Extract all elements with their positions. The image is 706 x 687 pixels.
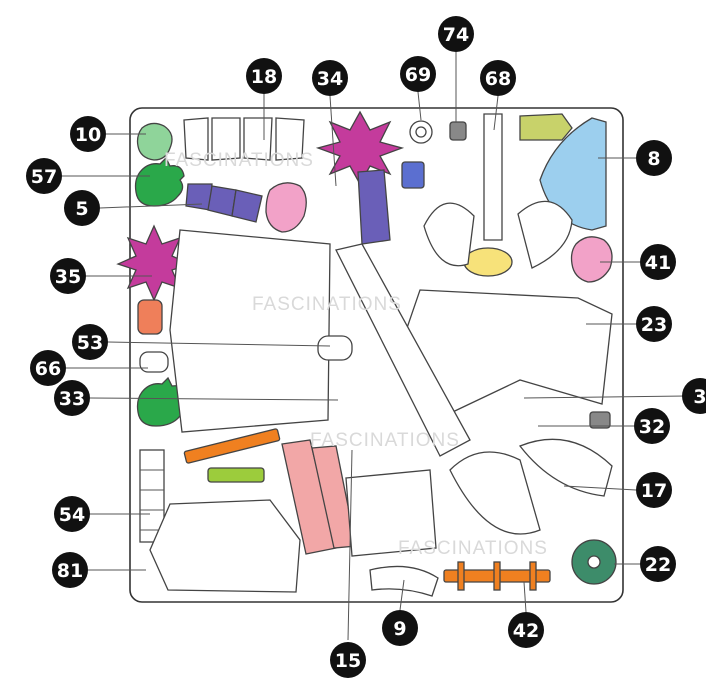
part-32	[589, 411, 611, 429]
callout-10-label: 10	[75, 124, 101, 146]
callout-8: 8	[636, 140, 672, 176]
watermark-2: FASCINATIONS	[252, 294, 402, 315]
part-orange-bar-left	[183, 428, 281, 464]
callout-22: 22	[640, 546, 676, 582]
callout-54-label: 54	[59, 504, 85, 526]
part-68	[483, 113, 503, 241]
callout-33: 33	[54, 380, 90, 416]
part-pink-a	[265, 182, 307, 233]
callout-17: 17	[636, 472, 672, 508]
callout-18: 18	[246, 58, 282, 94]
callout-69: 69	[400, 56, 436, 92]
part-arc-right	[517, 200, 573, 269]
callout-53: 53	[72, 324, 108, 360]
callout-15-label: 15	[335, 650, 361, 672]
callout-23-label: 23	[641, 314, 667, 336]
part-large-panel	[169, 229, 331, 433]
callout-22-label: 22	[645, 554, 671, 576]
callout-42: 42	[508, 612, 544, 648]
part-lime	[207, 467, 265, 483]
callout-41-label: 41	[645, 252, 671, 274]
watermark-4: FASCINATIONS	[398, 538, 548, 559]
callout-3-label: 3	[693, 386, 706, 408]
callout-15: 15	[330, 642, 366, 678]
callout-68: 68	[480, 60, 516, 96]
leader-lines	[62, 52, 687, 641]
part-5	[185, 183, 263, 223]
callout-34-label: 34	[317, 68, 343, 90]
part-18	[183, 117, 305, 161]
parts-layer	[116, 110, 617, 597]
callout-34: 34	[312, 60, 348, 96]
callout-81: 81	[52, 552, 88, 588]
callout-8-label: 8	[647, 148, 660, 170]
part-blue-small	[401, 161, 425, 189]
part-41	[570, 236, 613, 283]
callout-17-label: 17	[641, 480, 667, 502]
callout-32-label: 32	[639, 416, 665, 438]
callout-10: 10	[70, 116, 106, 152]
callout-3: 3	[682, 378, 706, 414]
callout-9-label: 9	[393, 618, 406, 640]
callout-53-label: 53	[77, 332, 103, 354]
part-81	[149, 499, 301, 593]
watermark-layer: FASCINATIONS FASCINATIONS FASCINATIONS F…	[164, 150, 548, 559]
watermark-1: FASCINATIONS	[164, 150, 314, 171]
callout-33-label: 33	[59, 388, 85, 410]
callout-69-label: 69	[405, 64, 431, 86]
part-74	[449, 121, 467, 141]
part-arc-left	[423, 202, 475, 267]
part-17	[518, 438, 613, 497]
callout-68-label: 68	[485, 68, 511, 90]
callout-81-label: 81	[57, 560, 83, 582]
part-57	[134, 156, 185, 207]
callout-74-label: 74	[443, 24, 469, 46]
callout-5-label: 5	[75, 198, 88, 220]
part-diagonal	[335, 243, 471, 457]
part-42	[443, 561, 551, 591]
callout-66-label: 66	[35, 358, 61, 380]
callout-23: 23	[636, 306, 672, 342]
callout-57-label: 57	[31, 166, 57, 188]
part-66	[139, 351, 169, 373]
callout-42-label: 42	[513, 620, 539, 642]
callout-32: 32	[634, 408, 670, 444]
part-10	[136, 122, 173, 161]
callout-41: 41	[640, 244, 676, 280]
part-fan-b	[449, 451, 541, 535]
part-53	[317, 335, 353, 361]
callout-57: 57	[26, 158, 62, 194]
part-15	[281, 439, 357, 555]
callout-9: 9	[382, 610, 418, 646]
part-coral-lantern	[137, 299, 163, 335]
part-yellow-oval	[463, 247, 513, 277]
callout-18-label: 18	[251, 66, 277, 88]
part-purple-stack	[357, 169, 391, 245]
callout-35: 35	[50, 258, 86, 294]
callout-66: 66	[30, 350, 66, 386]
watermark-3: FASCINATIONS	[310, 430, 460, 451]
callout-54: 54	[54, 496, 90, 532]
callout-5: 5	[64, 190, 100, 226]
callout-74: 74	[438, 16, 474, 52]
part-olive-block	[519, 113, 573, 141]
callout-35-label: 35	[55, 266, 81, 288]
part-8	[539, 117, 607, 231]
